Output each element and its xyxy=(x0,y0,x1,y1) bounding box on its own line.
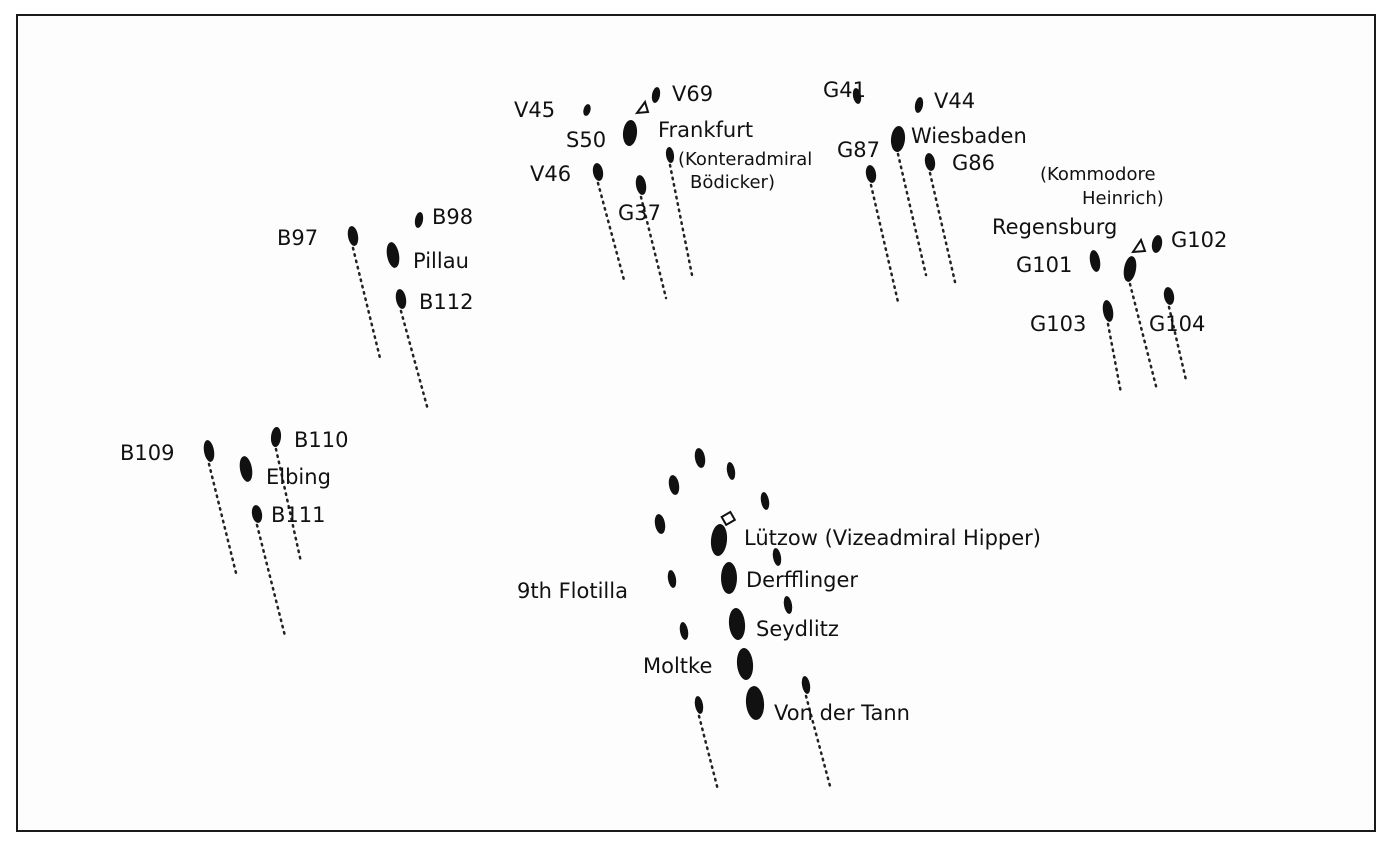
wake-screen5 xyxy=(697,714,720,792)
ship-g37-icon xyxy=(635,175,647,195)
wake-b111 xyxy=(255,523,287,638)
wake-g37 xyxy=(639,195,668,300)
label-von-der-tann: Von der Tann xyxy=(774,701,910,725)
flag-lutzow-icon xyxy=(720,510,737,527)
label-g101: G101 xyxy=(1016,253,1072,277)
label-v45: V45 xyxy=(514,98,555,122)
ship-g41-icon xyxy=(852,88,862,104)
ship-elbing-icon xyxy=(239,456,253,482)
ship-g101-icon xyxy=(1089,250,1101,272)
ship-b109-icon xyxy=(203,440,215,462)
wake-screen4 xyxy=(804,694,832,788)
ship-screen3-icon xyxy=(679,622,689,640)
ship-frankfurt-icon xyxy=(665,147,675,163)
ship-g104-icon xyxy=(1163,287,1175,305)
label-derfflinger: Derfflinger xyxy=(746,568,858,592)
label-s50: S50 xyxy=(566,128,606,152)
ship-lead3-icon xyxy=(668,475,680,495)
label-g86: G86 xyxy=(952,151,995,175)
ship-regensburg-icon xyxy=(1123,256,1137,282)
ship-lead2-icon xyxy=(726,462,736,480)
ship-b98-icon xyxy=(414,212,424,228)
flag-s50-icon xyxy=(634,99,650,115)
ship-lead5-icon xyxy=(654,514,666,534)
ship-screen4-icon xyxy=(801,676,811,694)
ship-g102-icon xyxy=(1151,235,1163,253)
ship-flotilla-icon xyxy=(667,570,677,588)
label-wiesbaden: Wiesbaden xyxy=(911,124,1027,148)
ship-screen5-icon xyxy=(694,696,704,714)
wake-b109 xyxy=(207,462,238,575)
label-moltke: Moltke xyxy=(643,654,712,678)
ship-g87-icon xyxy=(865,165,877,183)
label-g37: G37 xyxy=(618,201,661,225)
ship-v46-icon xyxy=(592,163,604,181)
label-g102: G102 xyxy=(1171,228,1227,252)
wake-v46 xyxy=(596,181,626,282)
wake-wiesbaden xyxy=(896,152,928,277)
ship-v69-icon xyxy=(651,87,661,103)
label-pillau: Pillau xyxy=(413,249,469,273)
label-konteradmiral: (Konteradmiral xyxy=(678,149,812,170)
wake-b112 xyxy=(399,309,430,412)
ship-moltke-icon xyxy=(736,648,754,680)
ship-seydlitz-icon xyxy=(728,608,746,640)
wake-frankfurt xyxy=(668,163,694,277)
ship-derfflinger-icon xyxy=(721,562,737,594)
wake-regensburg xyxy=(1128,282,1159,392)
ship-b110-icon xyxy=(270,427,282,447)
ship-markers xyxy=(203,87,1175,720)
ship-s50-icon xyxy=(622,120,638,146)
label-g103: G103 xyxy=(1030,312,1086,336)
flag-regensburg-icon xyxy=(1131,237,1147,254)
label-v44: V44 xyxy=(934,89,975,113)
label-b111: B111 xyxy=(271,503,326,527)
label-b110: B110 xyxy=(294,428,349,452)
ship-b112-icon xyxy=(395,289,407,309)
ship-von-der-tann-icon xyxy=(745,686,765,720)
ship-lead1-icon xyxy=(694,448,706,468)
ship-pillau-icon xyxy=(386,242,400,268)
label-heinrich: Heinrich) xyxy=(1082,188,1164,209)
label-lutzow: Lützow (Vizeadmiral Hipper) xyxy=(744,526,1041,550)
label-kommodore: (Kommodore xyxy=(1040,164,1156,185)
wake-lines xyxy=(207,152,1188,792)
ship-b111-icon xyxy=(251,505,263,523)
wake-b97 xyxy=(351,246,382,360)
label-g41: G41 xyxy=(823,78,866,102)
ship-screen2-icon xyxy=(783,596,793,614)
label-v69: V69 xyxy=(672,82,713,106)
ship-lead4-icon xyxy=(760,492,770,510)
label-seydlitz: Seydlitz xyxy=(756,617,839,641)
wake-g86 xyxy=(928,171,957,284)
label-elbing: Elbing xyxy=(266,465,331,489)
ship-g86-icon xyxy=(924,153,936,171)
ship-lutzow-icon xyxy=(710,524,728,556)
label-bodicker: Bödicker) xyxy=(690,172,775,193)
wake-g104 xyxy=(1167,305,1188,382)
label-regensburg: Regensburg xyxy=(992,215,1117,239)
label-b97: B97 xyxy=(277,226,318,250)
ship-wiesbaden-icon xyxy=(890,126,906,152)
label-g87: G87 xyxy=(837,138,880,162)
label-ninth-flotilla: 9th Flotilla xyxy=(517,579,628,603)
ship-g103-icon xyxy=(1102,300,1114,322)
ship-b97-icon xyxy=(347,226,359,246)
label-b98: B98 xyxy=(432,205,473,229)
label-g104: G104 xyxy=(1149,312,1205,336)
diagram-frame xyxy=(16,14,1376,832)
ship-v45-icon xyxy=(583,104,591,116)
label-b112: B112 xyxy=(419,290,474,314)
wake-b110 xyxy=(274,447,303,564)
label-v46: V46 xyxy=(530,162,571,186)
label-b109: B109 xyxy=(120,441,175,465)
ship-v44-icon xyxy=(914,97,924,113)
wake-g103 xyxy=(1106,322,1123,395)
label-frankfurt: Frankfurt xyxy=(658,118,753,142)
ship-screen1-icon xyxy=(772,548,782,566)
wake-g87 xyxy=(869,183,900,304)
ship-labels: V45 V69 S50 Frankfurt (Konteradmiral Böd… xyxy=(120,78,1227,725)
